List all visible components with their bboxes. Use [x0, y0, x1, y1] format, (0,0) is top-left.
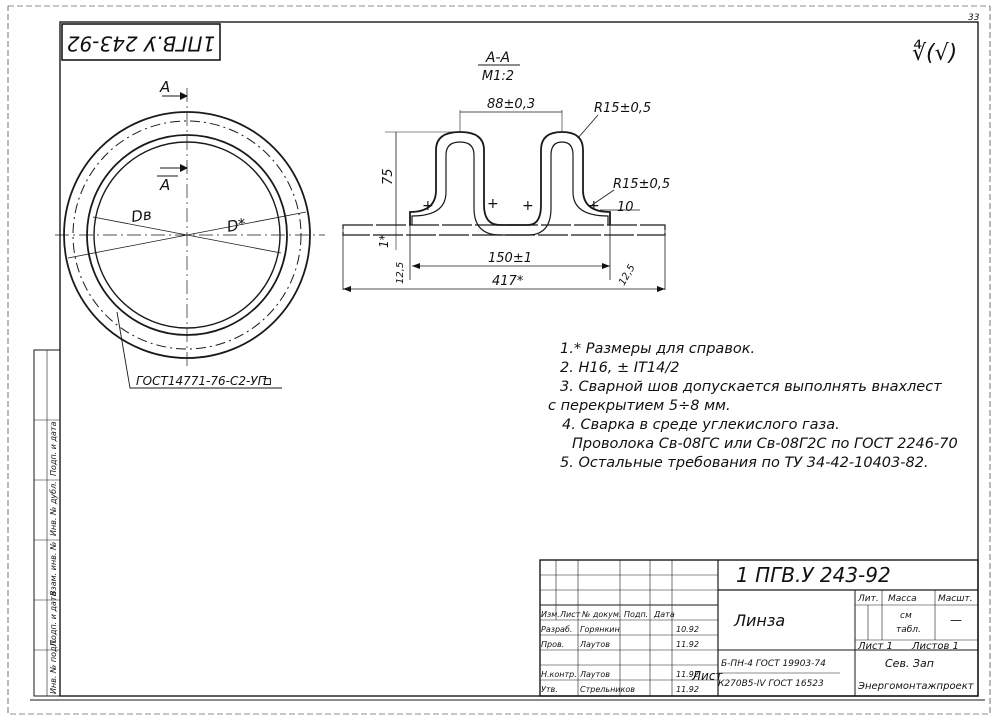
corner-designation-box: 1ПГВ.У 243-92 [61, 23, 221, 61]
side-strip: Инв. № подл. Подп. и дата Взам. инв. № И… [33, 349, 61, 697]
section-arrow-mid: А [159, 176, 170, 194]
dim-outer-width: 417* [492, 274, 524, 289]
tb-lit: Лит. [857, 594, 879, 604]
svg-text:Лаутов: Лаутов [579, 640, 610, 649]
svg-text:Подп.: Подп. [624, 610, 648, 619]
weld-label: ГОСТ14771-76-С2-УП [136, 374, 267, 388]
svg-text:Инв. № дубл.: Инв. № дубл. [49, 481, 58, 536]
svg-text:Стрельников: Стрельников [580, 685, 635, 694]
dim-wall: 10 [617, 200, 634, 215]
svg-text:+: + [522, 198, 534, 214]
dim-inner-width: 150±1 [488, 251, 532, 266]
note-3: 3. Сварной шов допускается выполнять вна… [560, 379, 942, 395]
dim-thk-right: 12,5 [617, 263, 638, 288]
svg-text:11.92: 11.92 [676, 670, 699, 679]
svg-text:Пров.: Пров. [541, 640, 564, 649]
svg-text:№ докум.: № докум. [581, 610, 621, 619]
technical-notes: 1.* Размеры для справок. 2. Н16, ± IT14/… [548, 340, 968, 473]
svg-text:Лист: Лист [691, 669, 723, 683]
tb-org2: Энергомонтажпроект [857, 681, 975, 692]
svg-text:Инв. № подл.: Инв. № подл. [49, 639, 58, 694]
tb-material: Б-ПН-4 ГОСТ 19903-74 [721, 659, 826, 669]
title-block: 1 ПГВ.У 243-92 Линза Лит. Масса Масшт. с… [539, 559, 979, 697]
roughness-symbol: ∜(√) [912, 39, 957, 66]
note-3b: с перекрытием 5÷8 мм. [548, 398, 731, 414]
tb-mass-value: см [900, 611, 912, 621]
tb-scale: Масшт. [938, 594, 973, 604]
tb-material2: К270В5-IV ГОСТ 16523 [718, 679, 824, 689]
dim-thk-left: 12,5 [395, 262, 406, 284]
corner-designation: 1ПГВ.У 243-92 [67, 32, 215, 56]
svg-text:+: + [422, 198, 434, 214]
dim-height: 75 [381, 168, 396, 185]
tb-sheets: Листов 1 [911, 641, 959, 652]
note-4b: Проволока Св-08ГС или Св-08Г2С по ГОСТ 2… [572, 436, 958, 452]
svg-text:Дата: Дата [653, 610, 675, 619]
section-view: А-А М1:2 + + + + 88±0,3 R15±0,5 R15±0,5 … [342, 50, 670, 292]
tb-org1: Сев. Зап [885, 657, 934, 670]
svg-text:Разраб.: Разраб. [541, 625, 572, 634]
svg-text:Изм.: Изм. [541, 610, 560, 619]
svg-text:Подп. и дата: Подп. и дата [49, 591, 58, 646]
tb-mass: Масса [888, 594, 917, 604]
section-scale: М1:2 [482, 69, 514, 84]
page-number: 33 [968, 13, 980, 23]
outer-frame [7, 5, 991, 715]
dim-r-side: R15±0,5 [613, 177, 670, 192]
svg-text:Горянкин: Горянкин [580, 625, 620, 634]
note-2: 2. Н16, ± IT14/2 [560, 360, 680, 376]
d-inner-label: Dв [130, 205, 153, 226]
tb-designation: 1 ПГВ.У 243-92 [736, 563, 891, 587]
svg-text:11.92: 11.92 [676, 685, 699, 694]
weld-symbol: ⊐ [262, 374, 272, 388]
note-5: 5. Остальные требования по ТУ 34-42-1040… [560, 455, 929, 471]
note-4: 4. Сварка в среде углекислого газа. [562, 417, 840, 433]
svg-text:10.92: 10.92 [676, 625, 699, 634]
svg-text:—: — [950, 613, 962, 627]
tb-name: Линза [733, 611, 785, 630]
svg-text:+: + [588, 198, 600, 214]
section-title: А-А [485, 50, 510, 66]
tb-mass-note: табл. [896, 625, 921, 635]
note-1: 1.* Размеры для справок. [560, 341, 756, 357]
svg-text:Лаутов: Лаутов [579, 670, 610, 679]
svg-text:Взам. инв. №: Взам. инв. № [49, 542, 58, 596]
svg-text:Подп. и дата: Подп. и дата [49, 421, 58, 476]
svg-text:Лист: Лист [559, 610, 581, 619]
svg-text:11.92: 11.92 [676, 640, 699, 649]
svg-text:Н.контр.: Н.контр. [541, 670, 577, 679]
svg-text:Утв.: Утв. [541, 685, 558, 694]
dim-one-star: 1* [377, 234, 391, 248]
d-outer-label: D* [225, 215, 248, 236]
dim-r-top: R15±0,5 [594, 101, 651, 116]
ring-view: Dв D* А А ГОСТ14771-76-С2-УП ⊐ [55, 78, 325, 389]
dim-top-span: 88±0,3 [487, 97, 535, 112]
svg-text:+: + [487, 196, 499, 212]
section-arrow-top: А [159, 78, 170, 96]
tb-sheet: Лист 1 [857, 641, 893, 652]
